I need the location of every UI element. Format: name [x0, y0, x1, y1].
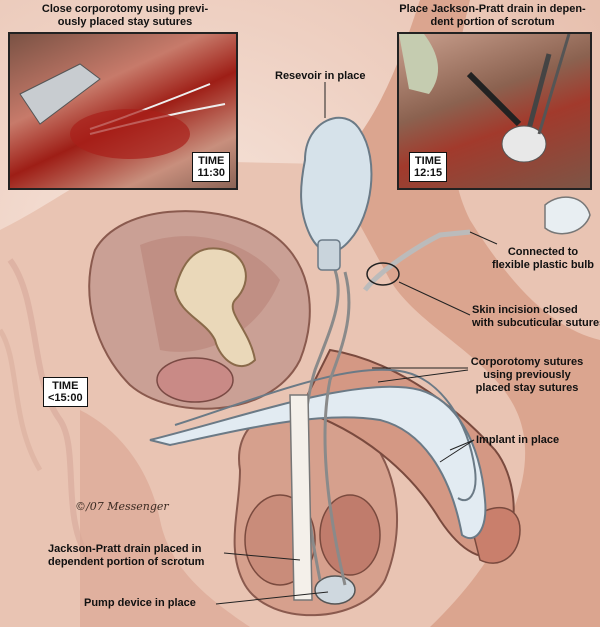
- time-badge-1: TIME 11:30: [192, 152, 230, 182]
- pelvis-outline-left-2: [0, 328, 43, 472]
- pubic-bone: [173, 247, 257, 367]
- time-value: 11:30: [197, 167, 225, 179]
- time-badge-2: TIME 12:15: [409, 152, 448, 182]
- label-line: Corporotomy sutures: [470, 356, 584, 368]
- label-pump: Pump device in place: [84, 597, 196, 609]
- leader-lines: [215, 82, 498, 605]
- inset-photo-jp-drain: TIME 12:15: [397, 32, 592, 190]
- pump-device: [314, 575, 356, 605]
- caption-line: dent portion of scrotum: [430, 16, 555, 28]
- drain-tubing: [363, 229, 471, 292]
- time-badge-3: TIME <15:00: [43, 377, 88, 407]
- caption-top-right: Place Jackson-Pratt drain in depen- dent…: [385, 3, 600, 29]
- inset-photo-corporotomy: TIME 11:30: [8, 32, 238, 190]
- artist-signature: ©/07 Messenger: [75, 500, 169, 513]
- implant-cylinder-2: [174, 368, 477, 502]
- prostate: [156, 357, 234, 403]
- jackson-pratt-drain: [289, 394, 313, 601]
- label-jp-drain: Jackson-Pratt drain placed in dependent …: [48, 543, 204, 569]
- time-label: TIME: [414, 155, 442, 167]
- caption-line: Place Jackson-Pratt drain in depen-: [399, 3, 586, 15]
- label-line: placed stay sutures: [475, 382, 579, 394]
- label-line: with subcuticular sutures: [472, 317, 600, 329]
- reservoir-neck: [317, 239, 341, 271]
- incision-marker: [366, 262, 400, 286]
- caption-line: ously placed stay sutures: [57, 16, 193, 28]
- instrument-sketch: [19, 63, 226, 159]
- plastic-bulb: [544, 196, 591, 235]
- perineum: [80, 410, 250, 627]
- label-line: flexible plastic bulb: [491, 259, 595, 271]
- label-line: Connected to: [507, 246, 579, 258]
- label-implant: Implant in place: [476, 434, 560, 446]
- label-line: using previously: [483, 369, 571, 381]
- label-corporotomy-sutures: Corporotomy sutures using previously pla…: [468, 356, 586, 395]
- caption-line: Close corporotomy using previ-: [41, 3, 209, 15]
- label-skin-incision: Skin incision closed with subcuticular s…: [472, 304, 600, 330]
- time-label: TIME: [52, 380, 79, 392]
- label-connected: Connected to flexible plastic bulb: [488, 246, 598, 272]
- label-line: Jackson-Pratt drain placed in: [48, 543, 202, 555]
- caption-top-left: Close corporotomy using previ- ously pla…: [15, 3, 235, 29]
- testis-right: [319, 494, 381, 576]
- label-line: dependent portion of scrotum: [48, 556, 205, 568]
- time-value: <15:00: [48, 392, 83, 404]
- tubing-2: [323, 271, 351, 586]
- instrument-sketch-2: [399, 34, 571, 163]
- reservoir: [300, 116, 373, 253]
- time-label: TIME: [198, 155, 225, 167]
- label-reservoir: Resevoir in place: [275, 70, 366, 82]
- label-line: Skin incision closed: [472, 304, 578, 316]
- time-value: 12:15: [414, 167, 443, 179]
- pelvis-outline-left: [7, 258, 93, 562]
